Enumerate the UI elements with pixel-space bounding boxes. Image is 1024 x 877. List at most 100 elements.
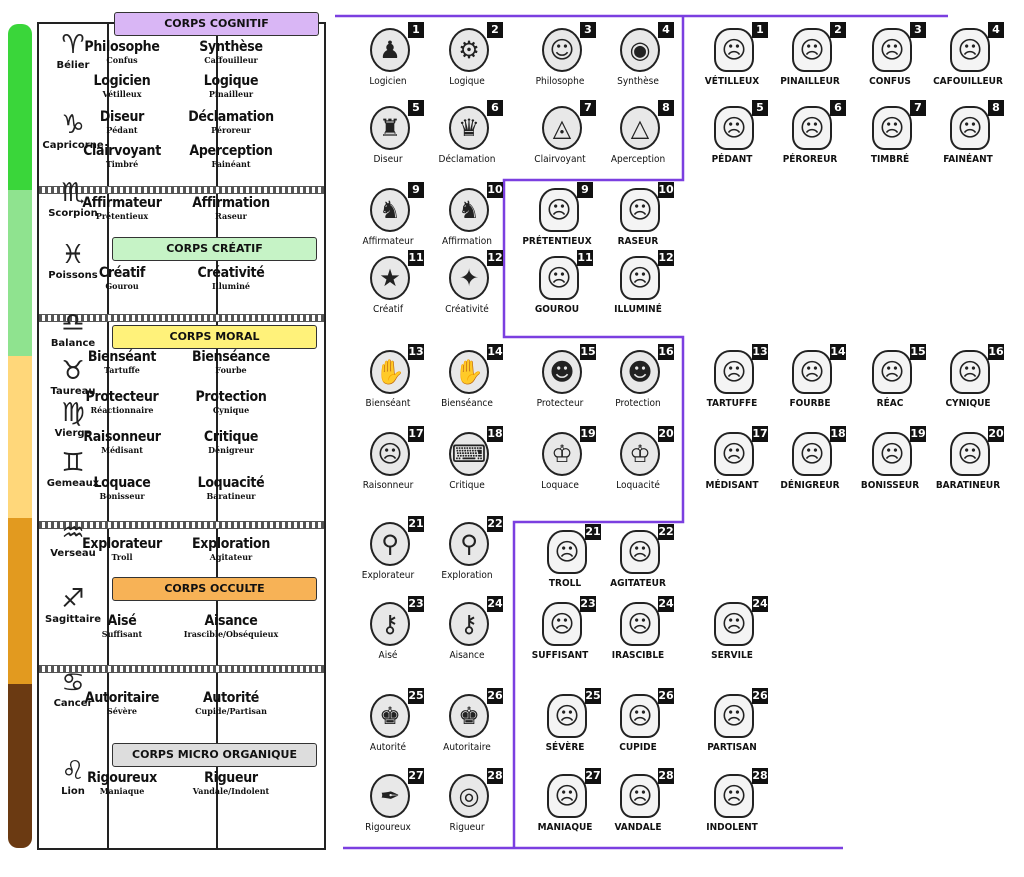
card-number: 19 (910, 426, 926, 442)
binoculars-icon: ⚲ (370, 522, 410, 566)
zodiac-symbol-icon: ♏ (61, 178, 85, 208)
caricature-icon: ☹ (714, 106, 754, 150)
caricature-icon: ☹ (620, 602, 660, 646)
card-number: 4 (988, 22, 1004, 38)
card-label: PARTISAN (707, 742, 757, 753)
caricature-icon: ☹ (714, 432, 754, 476)
trait-flaw: Vandale/Indolent (192, 786, 270, 796)
trait-flaw: Fourbe (215, 365, 247, 375)
symbol-card: 10♞Affirmation (427, 182, 507, 258)
symbol-card: 27✒Rigoureux (348, 768, 428, 844)
caricature-icon: ☹ (539, 188, 579, 232)
caricature-card: 8☹FAINÉANT (928, 100, 1008, 176)
card-number: 8 (658, 100, 674, 116)
symbol-card: 28◎Rigueur (427, 768, 507, 844)
card-number: 10 (487, 182, 503, 198)
zodiac-sign: ♏Scorpion (38, 178, 108, 219)
caricature-card: 26☹PARTISAN (692, 688, 772, 764)
card-label: Aisé (378, 650, 398, 661)
trait-flaw: Suffisant (101, 629, 143, 639)
card-number: 14 (487, 344, 503, 360)
card-label: MÉDISANT (705, 480, 759, 491)
stripe-segment-brown (8, 684, 32, 848)
symbol-card: 17☹Raisonneur (348, 426, 428, 502)
trait-quality: Autorité (202, 690, 260, 706)
card-number: 2 (487, 22, 503, 38)
card-number: 15 (910, 344, 926, 360)
card-label: Protection (615, 398, 661, 409)
symbol-card: 24⚷Aisance (427, 596, 507, 672)
stripe-segment-light-green (8, 190, 32, 356)
caricature-card: 7☹TIMBRÉ (850, 100, 930, 176)
row-separator (39, 314, 324, 322)
card-label: PRÉTENTIEUX (522, 236, 592, 247)
card-number: 23 (408, 596, 424, 612)
stripe-segment-green (8, 24, 32, 190)
zodiac-sign-name: Taureau (50, 386, 96, 397)
zodiac-sign: ♐Sagittaire (38, 584, 108, 625)
zodiac-symbol-icon: ♈ (61, 30, 85, 60)
zodiac-sign: ♈Bélier (38, 30, 108, 71)
zodiac-symbol-icon: ♎ (61, 308, 85, 338)
card-label: Synthèse (617, 76, 659, 87)
caricature-card: 28☹VANDALE (598, 768, 678, 844)
zodiac-sign: ♒Verseau (38, 518, 108, 559)
card-label: Diseur (373, 154, 403, 165)
symbol-card: 22⚲Exploration (427, 516, 507, 592)
caricature-card: 18☹DÉNIGREUR (770, 426, 850, 502)
caricature-icon: ☹ (620, 694, 660, 738)
trait-flaw: Cynique (212, 405, 250, 415)
card-number: 6 (830, 100, 846, 116)
caricature-icon: ☹ (620, 188, 660, 232)
stripe-segment-light-orange (8, 356, 32, 518)
card-number: 11 (408, 250, 424, 266)
symbol-card: 18⌨Critique (427, 426, 507, 502)
symbol-card: 20♔Loquacité (598, 426, 678, 502)
card-label: IRASCIBLE (611, 650, 665, 661)
card-number: 2 (830, 22, 846, 38)
card-label: Déclamation (438, 154, 496, 165)
trait-quality: Explorateur (82, 536, 162, 552)
caricature-icon: ☹ (792, 350, 832, 394)
zodiac-sign: ♉Taureau (38, 356, 108, 397)
card-number: 16 (658, 344, 674, 360)
card-number: 16 (988, 344, 1004, 360)
caricature-card: 20☹BARATINEUR (928, 426, 1008, 502)
card-label: Raisonneur (362, 480, 414, 491)
key-icon: ⚷ (449, 602, 489, 646)
corps-moral-header: CORPS MORAL (112, 325, 317, 349)
card-label: Rigueur (449, 822, 485, 833)
trait-quality: Synthèse (199, 39, 263, 55)
symbol-card: 3☺Philosophe (520, 22, 600, 98)
card-label: RASEUR (617, 236, 659, 247)
card-label: TROLL (548, 578, 582, 589)
symbol-card: 2⚙Logique (427, 22, 507, 98)
symbol-card: 11★Créatif (348, 250, 428, 326)
trait-flaw: Cupide/Partisan (195, 706, 267, 716)
logician-icon: ♟ (370, 28, 410, 72)
declamation-icon: ♛ (449, 106, 489, 150)
card-label: FOURBE (789, 398, 831, 409)
card-number: 28 (752, 768, 768, 784)
card-number: 28 (487, 768, 503, 784)
corps-cognitif-header: CORPS COGNITIF (114, 12, 319, 36)
card-number: 24 (487, 596, 503, 612)
zodiac-sign: ♎Balance (38, 308, 108, 349)
card-label: RÉAC (876, 398, 904, 409)
zodiac-sign-name: Poissons (48, 270, 98, 281)
symbol-card: 7◬Clairvoyant (520, 100, 600, 176)
card-label: PÉDANT (711, 154, 753, 165)
caricature-icon: ☹ (872, 106, 912, 150)
card-number: 15 (580, 344, 596, 360)
police-badge-icon: ☻ (620, 350, 660, 394)
zodiac-symbol-icon: ♒ (61, 518, 85, 548)
